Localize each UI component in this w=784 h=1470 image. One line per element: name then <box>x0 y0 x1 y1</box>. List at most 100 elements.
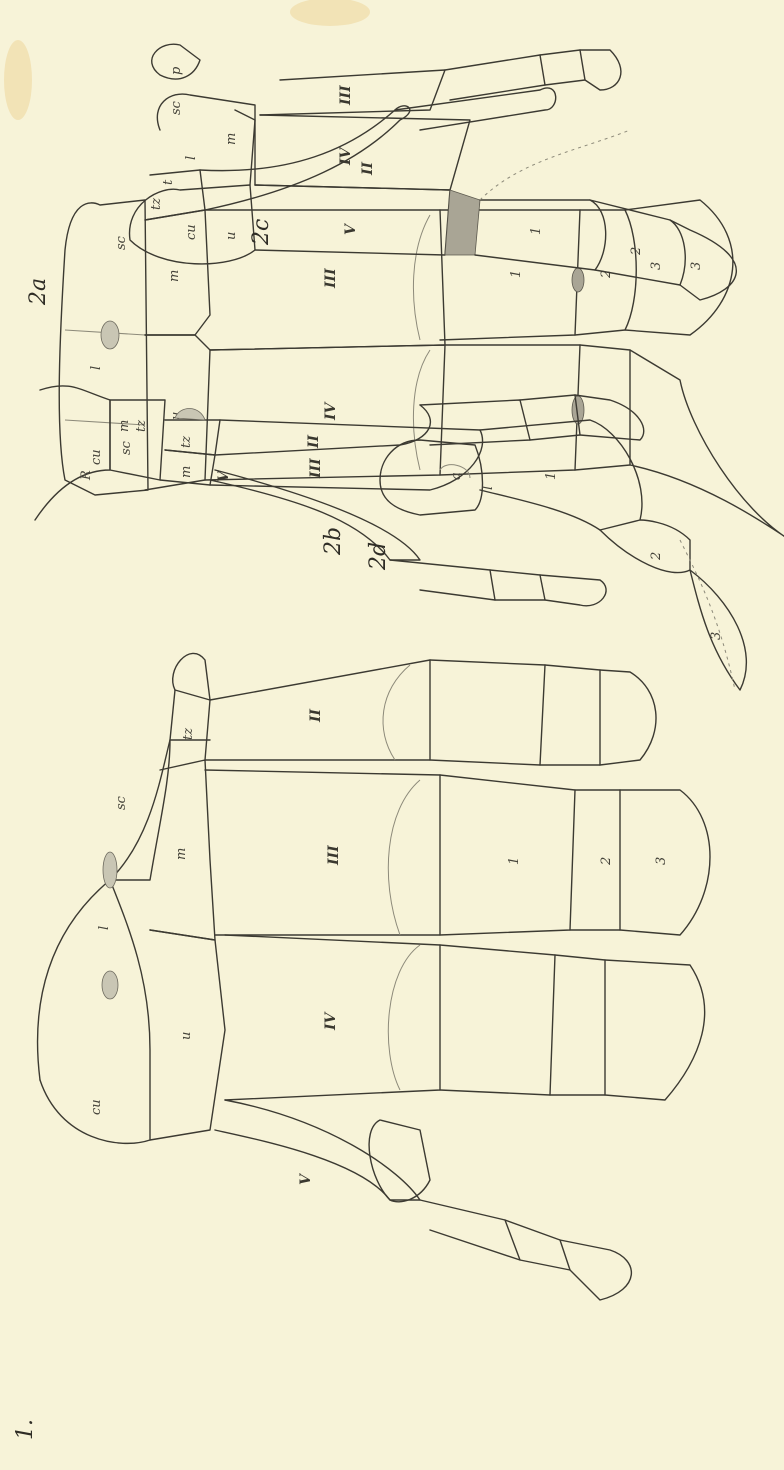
fig1-carpal-outline <box>38 740 170 1080</box>
fig2b-label-tz: tz <box>179 436 194 448</box>
fig1-joint-shade <box>103 852 117 888</box>
fig1-tz-bone <box>170 690 210 760</box>
fig1-metacarpal-v <box>215 1100 420 1200</box>
fig2c-metacarpal-iv <box>255 115 470 190</box>
fig2c-label-iv: IV <box>338 145 354 166</box>
fig2d-bone <box>380 440 483 515</box>
fig1-label-iii: III <box>326 845 342 866</box>
fig1-label-sc: sc <box>114 795 129 810</box>
figure-2a: 2a cu l sc tz t u m V IV III II 1 2 3 <box>26 88 784 606</box>
fig2a-label-l: l <box>89 366 104 370</box>
fig2c-label-phalanx-2: 2 <box>629 247 644 256</box>
fig2c-phalanx-2 <box>590 200 685 285</box>
fig2b-label-tz-top: tz <box>134 420 149 432</box>
figure-2b: 2b R sc m tz tz m III II 1 2 3 <box>35 386 746 690</box>
fig2c-label-l: l <box>184 156 199 160</box>
fig2c-label-phalanx-1: 1 <box>529 227 544 235</box>
fig1-pisiform <box>173 653 210 700</box>
fig2c-label-sc: sc <box>169 100 184 115</box>
fig2a-joint-shade <box>101 321 119 349</box>
fig2a-ungual <box>630 350 784 540</box>
fig1-phalanx <box>420 1200 520 1260</box>
fig2a-label-tz: tz <box>149 198 164 210</box>
fig2c-joint-shade <box>445 190 480 255</box>
fig1-ungual <box>600 670 656 765</box>
fig2a-label-cu: cu <box>89 449 104 465</box>
fig2c-label-phalanx-3: 3 <box>689 262 704 270</box>
fig1-label-m: m <box>174 848 189 860</box>
fig2a-label-iv: IV <box>323 400 339 421</box>
fig2a-phalanx <box>390 560 495 600</box>
fig1-label-ii: II <box>308 708 324 723</box>
fig1-label-cu: cu <box>89 1099 104 1115</box>
fig2c-outline <box>480 130 630 200</box>
fig2a-phalanx <box>440 345 580 475</box>
fig1-phalanx <box>560 1240 631 1300</box>
fig2a-label-phalanx-3: 3 <box>649 262 664 270</box>
fig2a-phalanx <box>490 570 545 600</box>
fig1-phalanx-1 <box>440 775 575 935</box>
fig2a-label-iii: III <box>323 268 339 289</box>
fig2c-joint <box>235 110 255 185</box>
fig2b-label-phalanx-3: 3 <box>709 632 724 640</box>
fig1-joint-line <box>388 945 420 1090</box>
fig1-phalanx <box>440 945 555 1095</box>
paper-stain <box>4 40 32 120</box>
fig2a-caption: 2a <box>26 278 51 306</box>
fig2c-label-m: m <box>224 133 239 145</box>
fig2d-label-a: a <box>449 472 464 480</box>
fig1-joint-line <box>388 780 420 935</box>
fig2a-carpal-joint <box>65 420 145 425</box>
fig2c-metacarpal-iii <box>255 185 450 255</box>
fig2b-sc-bone <box>110 400 165 480</box>
fig2c-label-v: V <box>343 222 359 235</box>
fig2b-phalanx-3 <box>690 570 746 690</box>
fig1-label-u: u <box>179 1032 194 1040</box>
fig1-label-tz: tz <box>181 728 196 740</box>
figure-1: 1. cu l sc u m tz V IV III II 1 2 3 <box>13 653 710 1440</box>
fig2b-label-r: R <box>79 470 94 481</box>
fig1-label-phalanx-1: 1 <box>507 857 522 865</box>
fig1-label-v: V <box>298 1172 314 1185</box>
fig2b-label-phalanx-1: 1 <box>544 472 559 480</box>
fig2b-phalanx-2 <box>600 520 690 573</box>
fig2c-phalanx <box>445 55 545 100</box>
fig2c-phalanx <box>540 50 585 85</box>
fig2a-label-sc: sc <box>114 235 129 250</box>
fig2a-joint-line <box>413 350 430 470</box>
fig2b-phalanx <box>420 400 530 445</box>
fig1-joint-line <box>383 665 410 760</box>
fig2a-label-m: m <box>167 270 182 282</box>
fig1-phalanx <box>550 955 605 1095</box>
fig2a-joint-line <box>413 215 430 340</box>
fig1-label-iv: IV <box>323 1010 339 1031</box>
fig2b-label-m: m <box>179 466 194 478</box>
fig1-label-l: l <box>97 926 112 930</box>
fig1-phalanx <box>430 660 545 765</box>
fig2a-joint-shade <box>572 268 584 292</box>
fig2b-label-iii: III <box>308 458 324 479</box>
fig2a-label-phalanx-1: 1 <box>509 270 524 278</box>
fig2c-label-u: u <box>224 232 239 240</box>
fig2c-caption: 2c <box>249 219 274 246</box>
fig2d-caption: 2d <box>366 542 391 571</box>
fig2b-label-sc: sc <box>119 440 134 455</box>
fig2c-phalanx <box>580 50 621 90</box>
figure-2c: 2c p cu l sc u m V IV III 1 2 3 <box>130 44 737 300</box>
fig1-caption: 1. <box>13 1419 38 1440</box>
fig1-label-phalanx-2: 2 <box>599 857 614 866</box>
fig2a-phalanx <box>395 88 556 130</box>
fig2a-label-t: t <box>161 179 176 185</box>
fig2b-hoof-outline <box>680 540 735 690</box>
fig2d-label-l: l <box>481 486 496 490</box>
fig2b-joint-shade <box>175 408 205 420</box>
fig2a-phalanx-3 <box>625 200 733 335</box>
fig2a-metacarpal-ii <box>200 106 410 210</box>
fig2a-phalanx <box>540 575 606 606</box>
fig1-phalanx <box>540 665 600 765</box>
fig1-joint-shade <box>102 971 118 999</box>
fig1-metacarpal-iii <box>205 770 440 935</box>
fig2b-phalanx <box>575 395 644 440</box>
fig2c-label-p: p <box>169 66 184 75</box>
